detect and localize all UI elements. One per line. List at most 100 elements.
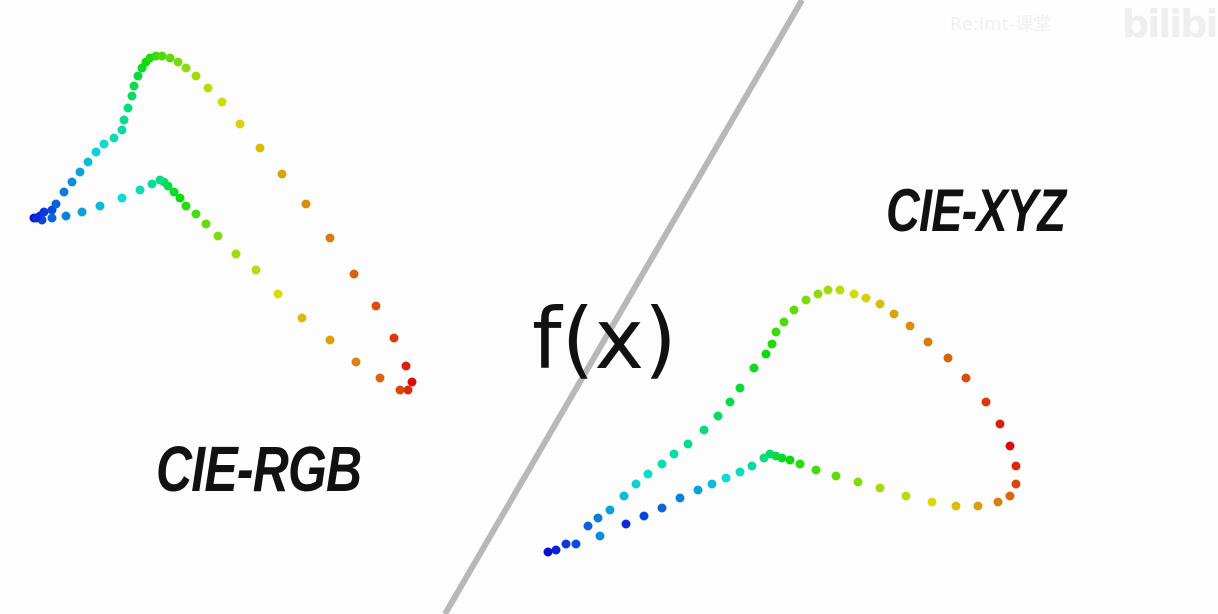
rgb-locus-dot [395, 385, 405, 395]
xyz-locus-dot [621, 519, 631, 529]
rgb-locus-dot [165, 53, 175, 63]
rgb-locus-dot [251, 265, 261, 275]
xyz-locus-dot [571, 539, 581, 549]
xyz-locus-dot [707, 479, 717, 489]
xyz-locus-dot [643, 469, 653, 479]
xyz-locus-dot [951, 501, 961, 511]
rgb-locus-dot [407, 377, 417, 387]
rgb-locus-dot [351, 357, 361, 367]
transform-function-label: f(x) [532, 290, 677, 388]
bilibili-logo: bilibili [1122, 2, 1218, 46]
xyz-locus-dot [1011, 479, 1021, 489]
xyz-locus-dot [675, 493, 685, 503]
xyz-locus-dot [835, 285, 845, 295]
xyz-locus-dot [785, 455, 795, 465]
xyz-locus-dot [619, 491, 629, 501]
xyz-locus-dot [759, 453, 769, 463]
rgb-locus-dot [77, 207, 87, 217]
cie-xyz-label: CIE-XYZ [886, 177, 1066, 244]
xyz-locus-dot [961, 373, 971, 383]
rgb-locus-dot [83, 157, 93, 167]
rgb-locus-dot [277, 169, 287, 179]
rgb-locus-dot [403, 385, 413, 395]
rgb-locus-dot [75, 167, 85, 177]
rgb-locus-dot [389, 333, 399, 343]
rgb-locus-dot [59, 187, 69, 197]
cie-rgb-locus [29, 51, 417, 395]
xyz-locus-dot [735, 383, 745, 393]
xyz-locus-dot [771, 327, 781, 337]
rgb-locus-dot [325, 233, 335, 243]
diagonal-divider [442, 0, 805, 614]
xyz-locus-dot [973, 501, 983, 511]
xyz-locus-dot [747, 461, 757, 471]
xyz-locus-dot [595, 531, 605, 541]
xyz-locus-dot [631, 479, 641, 489]
xyz-locus-dot [543, 547, 553, 557]
xyz-locus-dot [767, 339, 777, 349]
xyz-locus-dot [669, 449, 679, 459]
rgb-locus-dot [201, 219, 211, 229]
rgb-locus-dot [301, 199, 311, 209]
xyz-locus-dot [849, 289, 859, 299]
rgb-locus-dot [31, 213, 41, 223]
xyz-locus-dot [657, 503, 667, 513]
xyz-locus-dot [811, 465, 821, 475]
xyz-locus-dot [905, 321, 915, 331]
xyz-locus-dot [923, 337, 933, 347]
rgb-locus-dot [119, 115, 129, 125]
xyz-locus-dot [561, 539, 571, 549]
rgb-locus-dot [231, 249, 241, 259]
rgb-locus-dot [91, 147, 101, 157]
xyz-locus-dot [693, 485, 703, 495]
xyz-locus-dot [639, 511, 649, 521]
xyz-locus-dot [795, 459, 805, 469]
xyz-locus-dot [657, 459, 667, 469]
rgb-locus-dot [95, 201, 105, 211]
rgb-locus-dot [213, 231, 223, 241]
rgb-locus-dot [47, 213, 57, 223]
rgb-locus-dot [117, 193, 127, 203]
channel-watermark: Re:Imt-课堂 [950, 14, 1052, 35]
rgb-locus-dot [39, 207, 49, 217]
xyz-locus-dot [943, 353, 953, 363]
xyz-locus-dot [605, 505, 615, 515]
xyz-locus-dot [889, 309, 899, 319]
xyz-locus-dot [901, 491, 911, 501]
xyz-locus-dot [789, 305, 799, 315]
xyz-locus-dot [725, 397, 735, 407]
rgb-locus-dot [135, 185, 145, 195]
rgb-locus-dot [371, 301, 381, 311]
xyz-locus-dot [853, 477, 863, 487]
rgb-locus-dot [123, 103, 133, 113]
rgb-locus-dot [181, 201, 191, 211]
rgb-locus-dot [235, 119, 245, 129]
cie-xyz-locus [543, 285, 1021, 557]
rgb-locus-dot [255, 143, 265, 153]
xyz-locus-dot [823, 285, 833, 295]
xyz-locus-dot [761, 349, 771, 359]
xyz-locus-dot [699, 425, 709, 435]
rgb-locus-dot [99, 139, 109, 149]
rgb-locus-dot [155, 175, 165, 185]
rgb-locus-dot [401, 361, 411, 371]
rgb-locus-dot [349, 269, 359, 279]
xyz-locus-dot [593, 513, 603, 523]
rgb-locus-dot [273, 289, 283, 299]
rgb-locus-dot [61, 211, 71, 221]
rgb-locus-dot [51, 199, 61, 209]
rgb-locus-dot [375, 373, 385, 383]
rgb-locus-dot [191, 209, 201, 219]
xyz-locus-dot [995, 419, 1005, 429]
xyz-locus-dot [683, 439, 693, 449]
xyz-locus-dot [813, 289, 823, 299]
xyz-locus-dot [993, 497, 1003, 507]
cie-rgb-label: CIE-RGB [156, 433, 362, 505]
xyz-locus-dot [875, 299, 885, 309]
xyz-locus-dot [713, 411, 723, 421]
xyz-locus-dot [721, 473, 731, 483]
rgb-locus-dot [127, 91, 137, 101]
xyz-locus-dot [1005, 491, 1015, 501]
